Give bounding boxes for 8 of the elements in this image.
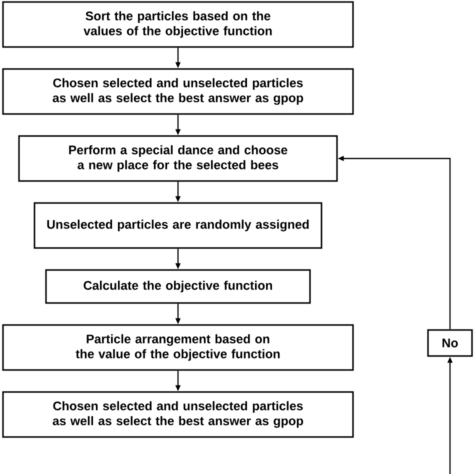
process-box: Chosen selected and unselected particles as well as select the best answer as gpop (2, 68, 354, 115)
process-box: Particle arrangement based on the value of the objective function (2, 324, 354, 371)
process-box: Unselected particles are randomly assigned (34, 202, 322, 249)
label-box: No (427, 329, 473, 357)
process-box: Chosen selected and unselected particles as well as select the best answer as gpop (2, 391, 354, 438)
process-box: Perform a special dance and choose a new place for the selected bees (18, 135, 338, 182)
process-box: Sort the particles based on the values of the objective function (2, 1, 354, 48)
process-box: Calculate the objective function (45, 269, 311, 304)
